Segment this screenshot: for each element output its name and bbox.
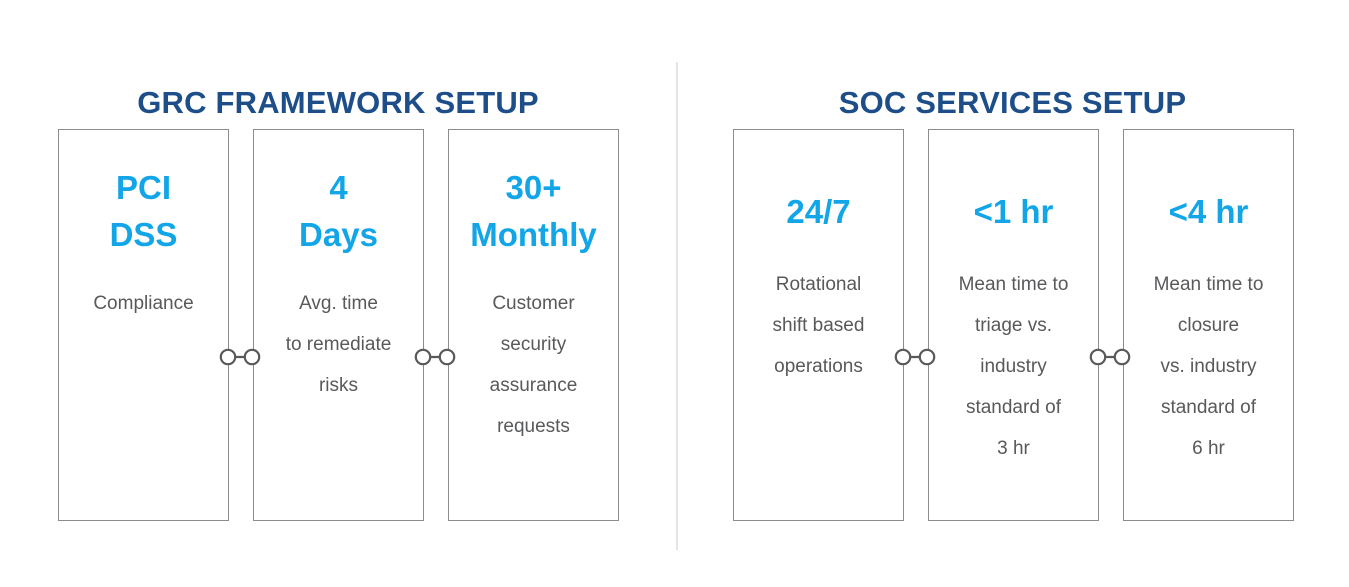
stat-description: Customer security assurance requests [489, 293, 578, 437]
panel-grc-framework-setup: GRC FRAMEWORK SETUP PCI DSS Compliance 4… [58, 84, 619, 521]
panel-soc-services-setup: SOC SERVICES SETUP 24/7 Rotational shift… [676, 0, 1349, 587]
stat-description: Compliance [93, 293, 194, 314]
panel-title-grc: GRC FRAMEWORK SETUP [137, 84, 539, 120]
stat-value: PCI DSS [109, 169, 178, 253]
panel-divider [676, 62, 678, 550]
stat-value: 24/7 [786, 193, 851, 230]
stat-card-row-soc: 24/7 Rotational shift based operations <… [733, 129, 1294, 521]
panel-title-soc: SOC SERVICES SETUP [838, 84, 1187, 120]
stat-value: 30+ Monthly [470, 169, 597, 253]
stat-value: <1 hr [973, 193, 1054, 230]
stat-description: Avg. time to remediate risks [285, 293, 392, 396]
stat-card-4-days[interactable]: 4 Days Avg. time to remediate risks [253, 129, 424, 521]
stat-value: <4 hr [1168, 193, 1249, 230]
stat-card-under-1-hr[interactable]: <1 hr Mean time to triage vs. industry s… [928, 129, 1099, 521]
stat-card-24-7[interactable]: 24/7 Rotational shift based operations [733, 129, 904, 521]
stat-card-30-monthly[interactable]: 30+ Monthly Customer security assurance … [448, 129, 619, 521]
stat-card-row-grc: PCI DSS Compliance 4 Days Avg. time to r… [58, 129, 619, 521]
stat-card-under-4-hr[interactable]: <4 hr Mean time to closure vs. industry … [1123, 129, 1294, 521]
stat-description: Mean time to closure vs. industry standa… [1153, 274, 1264, 459]
stat-value: 4 Days [299, 169, 378, 253]
stat-card-pci-dss[interactable]: PCI DSS Compliance [58, 129, 229, 521]
stat-description: Mean time to triage vs. industry standar… [958, 274, 1069, 459]
stat-description: Rotational shift based operations [772, 274, 865, 377]
